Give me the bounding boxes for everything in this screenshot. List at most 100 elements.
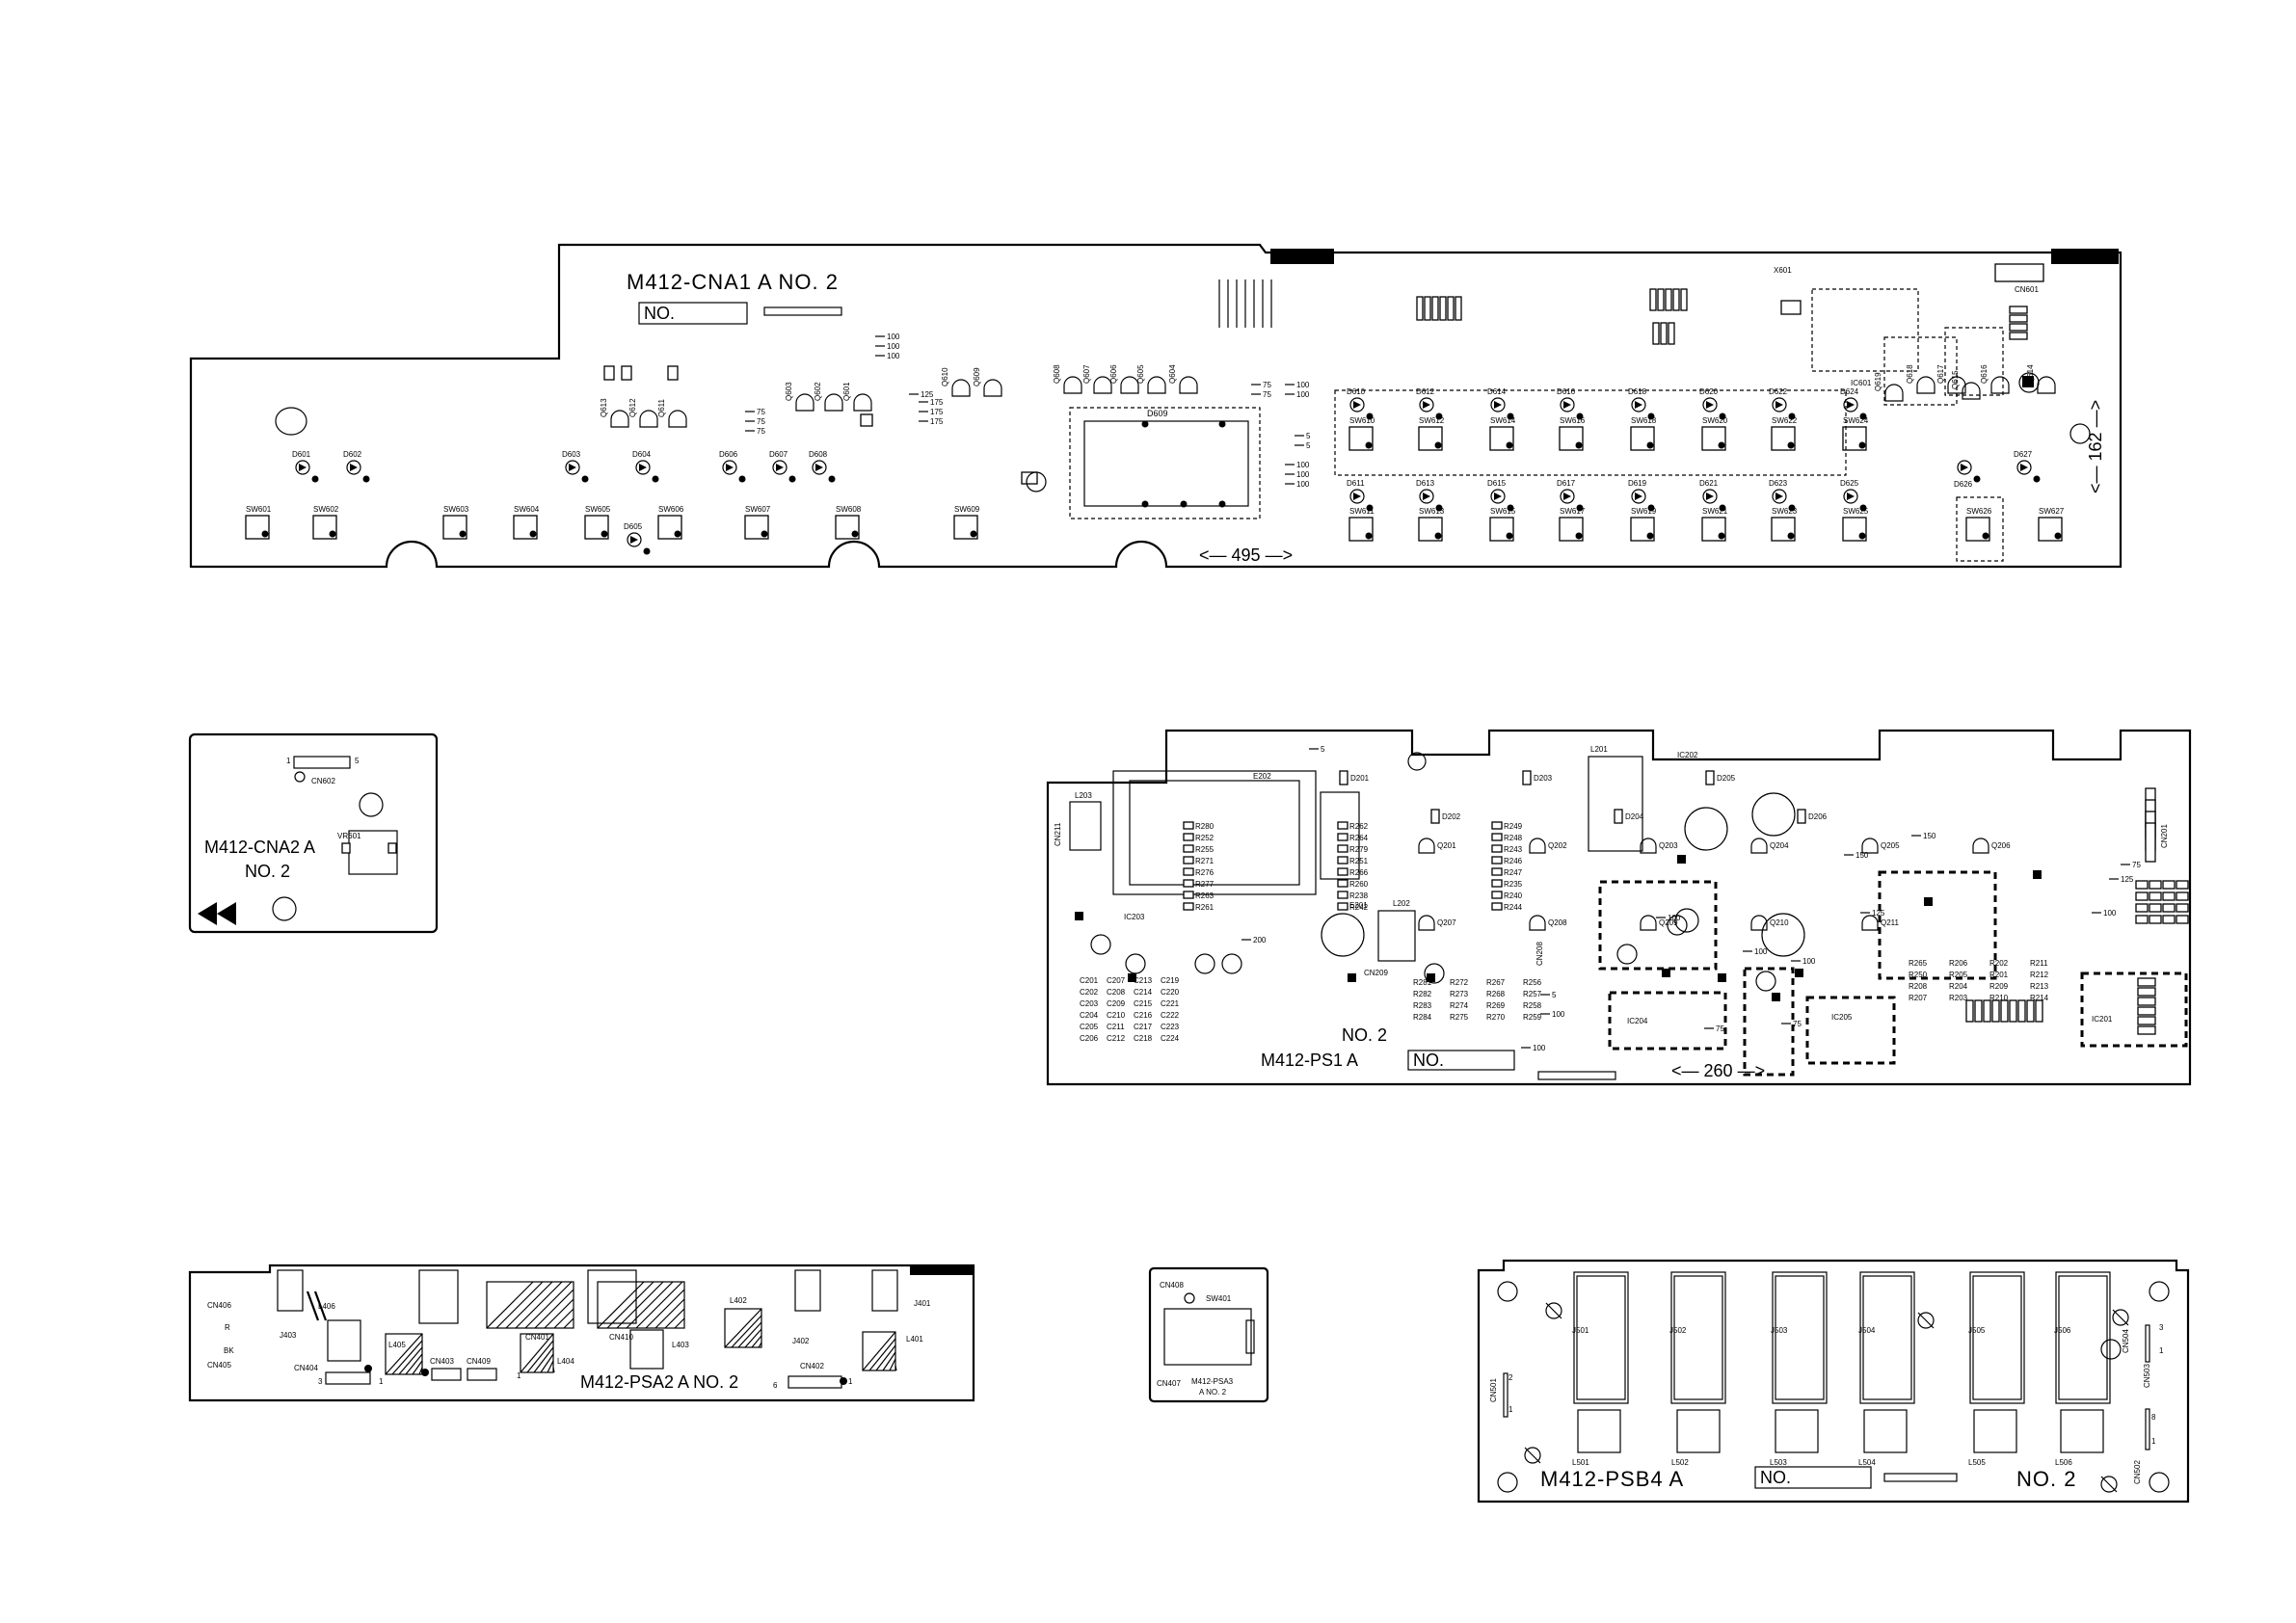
cna1-transistor-0-label: Q613 [600, 398, 608, 417]
ps1-rarray-3 [1991, 999, 2000, 1023]
cna1-transistor-17-label: Q616 [1980, 364, 1989, 384]
ps1-pitch-3: 100 [1533, 1044, 1546, 1052]
cna1-led-1-label: D602 [343, 450, 362, 459]
ps1-pitch-15: 150 [1855, 851, 1869, 860]
psb4-screw-4 [2112, 1309, 2129, 1326]
cna1-led-right-1-symbol [1961, 464, 1968, 471]
cna1-transistor-6-label: Q610 [941, 367, 949, 386]
ps1-ra-pad-22 [1491, 891, 1503, 899]
psb4-jack-label-3: J504 [1858, 1326, 1876, 1335]
psa2-cn409: CN409 [467, 1357, 491, 1366]
board-cna1-q619-outline [1883, 336, 1958, 406]
cna1-switch-2-label: SW603 [443, 505, 469, 514]
board-psa3: CN408 SW401 CN407 M412-PSA3 A NO. 2 [1148, 1266, 1269, 1403]
psb4-coil-1 [1676, 1409, 1721, 1453]
psa2-coil-label-4: L402 [730, 1296, 747, 1305]
psb4-jack-label-5: J506 [2054, 1326, 2071, 1335]
psa2-coil-hatch-2-0 [520, 1333, 554, 1373]
cna1-transistor-12-label: Q604 [1168, 364, 1177, 384]
ps1-transistor-label-6: Q207 [1437, 918, 1456, 927]
psa2-wire-1 [313, 1290, 328, 1321]
cna1-cpack-2 [1665, 288, 1672, 311]
ps1-ic202-label: IC202 [1677, 751, 1698, 759]
ps1-cap-round-1 [1125, 953, 1146, 974]
ps1-ra-1: R252 [1195, 834, 1215, 842]
ps1-cap-round-6 [1616, 944, 1638, 965]
cna1-led-mid-3-label: D616 [1557, 387, 1576, 396]
cna1-rpack-2 [1431, 296, 1439, 321]
psa2-cn-hatch-1-3 [626, 1281, 674, 1329]
cna1-switch-mid-1-label: SW612 [1419, 416, 1445, 425]
board-psa3-title: M412-PSA3 [1191, 1377, 1234, 1386]
cna1-led-low-5-symbol [1706, 492, 1714, 500]
psb4-screw-slot-4 [2112, 1309, 2129, 1326]
cna1-cpack2-2 [1668, 322, 1675, 345]
board-psa3-cn407: CN407 [1157, 1379, 1181, 1388]
psa2-coil-hatch-2-5 [552, 1367, 555, 1373]
cna1-led-mid-4-body [1631, 397, 1646, 412]
cna1-transistor-11-body [1147, 376, 1166, 394]
cna1-pitch-12: 100 [1296, 461, 1310, 469]
cna1-led-low-7-label: D625 [1840, 479, 1859, 488]
psb4-cn503: CN503 [2143, 1364, 2151, 1388]
ps1-ra-11: R251 [1349, 857, 1369, 865]
ps1-pitch-6: 100 [1754, 947, 1768, 956]
psa2-coil-5 [862, 1331, 896, 1371]
ps1-l201-label: L201 [1590, 745, 1608, 754]
ps1-rb-12: R256 [1523, 978, 1542, 987]
board-ps1-transformer-e202-core [1129, 780, 1300, 886]
board-cna2-title: M412-CNA2 A [204, 838, 315, 857]
psb4-jack-label-1: J502 [1669, 1326, 1687, 1335]
board-cna1-d609-display [1083, 420, 1249, 507]
ps1-cap-7: C208 [1107, 988, 1126, 997]
psa2-coil-hatch-5-1 [868, 1338, 896, 1371]
cna1-switch-mid-7-label: SW624 [1843, 416, 1869, 425]
psa2-coil-3 [629, 1329, 664, 1370]
ps1-ra-22: R240 [1504, 891, 1523, 900]
psa2-cn-hatch-0-6 [544, 1298, 574, 1329]
cna1-transistor-0-body [610, 410, 629, 428]
psb4-jack-inner-4 [1972, 1275, 2022, 1400]
cna1-c625 [667, 365, 679, 381]
ps1-ra-16: R249 [1504, 822, 1523, 831]
board-cna2: 1 5 CN602 VR601 M412-CNA2 A NO. 2 [188, 732, 439, 934]
ps1-rb-6: R274 [1450, 1001, 1469, 1010]
psa2-jack-label-0: J403 [280, 1331, 297, 1340]
ps1-cap-pad-12 [2176, 880, 2189, 890]
psa2-cn-hatch-0-3 [515, 1281, 563, 1329]
ps1-ra-6: R263 [1195, 891, 1215, 900]
board-psa3-switch-body [1163, 1308, 1252, 1366]
board-psb4-no-box [1754, 1466, 1872, 1489]
psb4-coil-3 [1863, 1409, 1908, 1453]
psa2-coil-label-1: L405 [388, 1341, 406, 1349]
cna1-led-4-pin [738, 475, 746, 483]
cna1-transistor-9-label: Q607 [1082, 364, 1091, 384]
cna1-c603-cap [1026, 471, 1047, 492]
psa2-coil-hatch-1-4 [412, 1360, 423, 1375]
ps1-rarray-8 [2035, 999, 2043, 1023]
board-psa3-switch-actuator [1245, 1319, 1255, 1354]
cna1-led-low-6-label: D623 [1769, 479, 1788, 488]
cna1-led-6-label: D608 [809, 450, 828, 459]
ps1-ra-pad-7 [1183, 902, 1194, 911]
cna1-switch-bottom-0-label: SW611 [1349, 507, 1375, 516]
ps1-diode-label-3: D204 [1625, 812, 1644, 821]
ps1-transistor-1 [1529, 838, 1546, 854]
cna1-transistor-8-body [1063, 376, 1082, 394]
board-ps1-ic204-area [1608, 991, 1727, 1051]
cna1-led-low-2-label: D615 [1487, 479, 1507, 488]
ps1-cn209-label: CN209 [1364, 969, 1388, 977]
cna1-pitch-13: 100 [1296, 470, 1310, 479]
cna1-led-low-4-body [1631, 489, 1646, 504]
ps1-rb2-8: R202 [1989, 959, 2009, 968]
cna1-led-1-symbol [350, 464, 358, 471]
ps1-filled-pad-4 [1677, 855, 1686, 864]
cna1-pitch-2: 100 [887, 352, 900, 360]
cna1-switch-mid-2-pin [1506, 441, 1513, 449]
board-ps1-q206-area [1598, 880, 1718, 971]
psa2-coil-hatch-2-1 [526, 1340, 554, 1373]
ps1-cap-19: C220 [1161, 988, 1180, 997]
ps1-transistor-2 [1640, 838, 1657, 854]
board-ps1-ic205-area [1805, 996, 1896, 1065]
